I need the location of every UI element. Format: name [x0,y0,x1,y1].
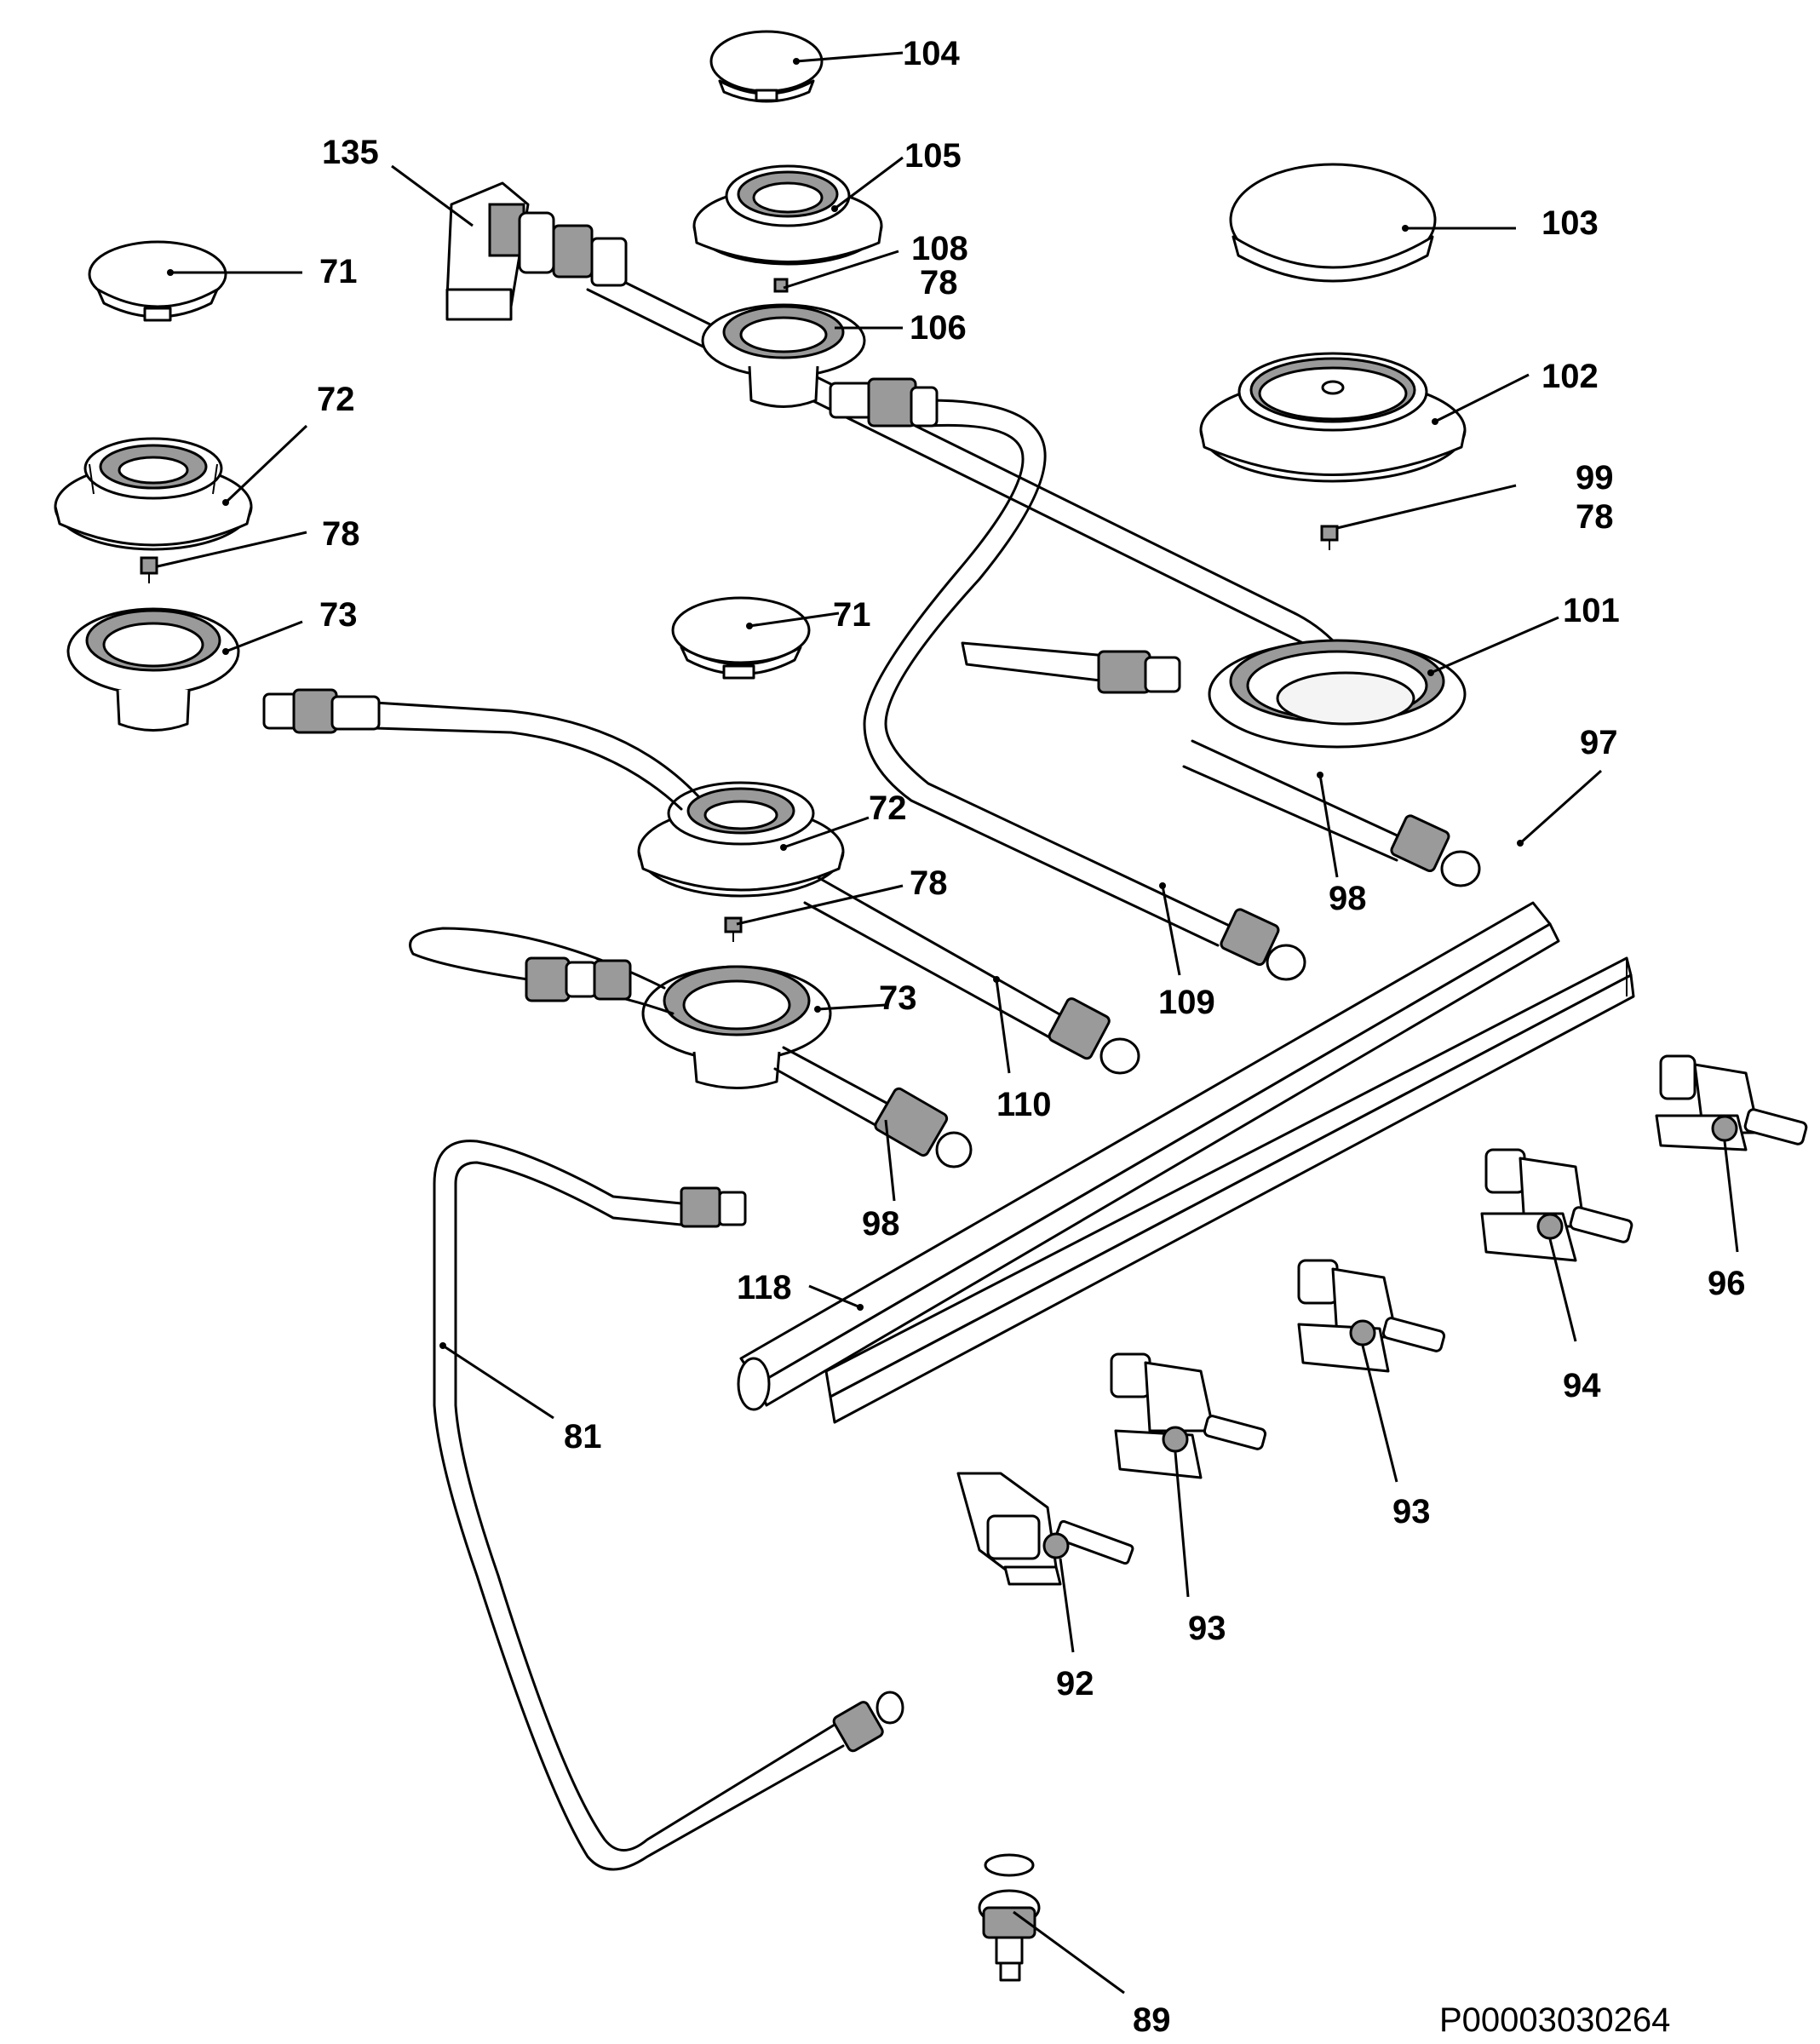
callout-96: 96 [1708,1265,1746,1302]
callout-98-middle: 98 [862,1205,900,1243]
callout-94: 94 [1563,1367,1601,1404]
callout-92: 92 [1056,1665,1094,1702]
callout-78-right: 78 [1576,498,1614,536]
burner-base-middle [641,965,832,1089]
callout-99: 99 [1576,459,1614,497]
callout-104: 104 [903,35,960,72]
callout-135: 135 [322,134,379,171]
tube-to-middle-crown [262,688,700,811]
callout-71-middle: 71 [833,596,871,634]
feed-tube-110 [803,876,1140,1075]
injector-tube-98-right [1182,739,1481,887]
callout-118: 118 [737,1269,792,1306]
callout-78-left: 78 [322,515,360,553]
callout-81: 81 [564,1418,602,1455]
burner-crown-middle [637,781,845,898]
loop-tube-73 [409,927,675,1015]
burner-base-large [1208,639,1467,749]
screw-78-left [140,556,158,583]
inlet-elbow [445,181,628,321]
burner-base-106 [701,303,866,408]
valve-96 [1655,1054,1808,1151]
callout-109: 109 [1158,984,1215,1021]
callout-98-right: 98 [1329,880,1367,917]
screw-108 [773,278,789,293]
callout-89: 89 [1133,2001,1171,2039]
callout-93-upper: 93 [1392,1493,1431,1530]
callout-78-top: 78 [920,264,958,301]
nozzle-89 [978,1853,1041,1982]
callout-108: 108 [911,230,968,267]
callout-101: 101 [1563,592,1620,629]
valve-94 [1480,1148,1633,1262]
valve-93-lower [1110,1352,1267,1479]
callout-105: 105 [904,137,962,175]
callout-72-left: 72 [317,381,355,418]
burner-crown-left [54,437,253,551]
callout-71-left: 71 [319,253,358,290]
burner-cap-middle [671,596,811,680]
callout-110: 110 [996,1086,1052,1123]
supply-pipe-81 [433,1140,904,1871]
valve-92 [956,1472,1134,1586]
valve-93-upper [1297,1259,1446,1373]
burner-cap-large [1229,163,1437,283]
feed-tube-109 [829,377,1306,981]
callout-97: 97 [1580,724,1618,761]
callout-103: 103 [1542,204,1599,242]
callout-73-left: 73 [319,596,358,634]
callout-106: 106 [910,309,967,347]
screw-78-middle [724,916,743,942]
callout-93-lower: 93 [1188,1610,1226,1647]
callout-102: 102 [1542,358,1599,395]
burner-cap-left [88,240,227,322]
callout-78-middle: 78 [910,864,948,902]
screw-99 [1320,525,1339,550]
burner-crown-large [1199,352,1467,483]
callout-labels: 104 105 135 103 108 78 71 106 72 102 99 … [317,35,1746,2039]
callout-73-middle: 73 [879,979,917,1017]
burner-crown-medium [692,164,883,266]
diagram-reference-code: P00003030264 [1439,2001,1670,2039]
control-bracket [737,901,1635,1424]
callout-72-middle: 72 [869,789,907,827]
injector-tube-98-middle [773,1046,973,1168]
tube-stub-101 [961,641,1181,694]
burner-base-left [66,607,240,732]
burner-cap-small-top [709,30,824,103]
leader-lines [157,51,1739,1995]
